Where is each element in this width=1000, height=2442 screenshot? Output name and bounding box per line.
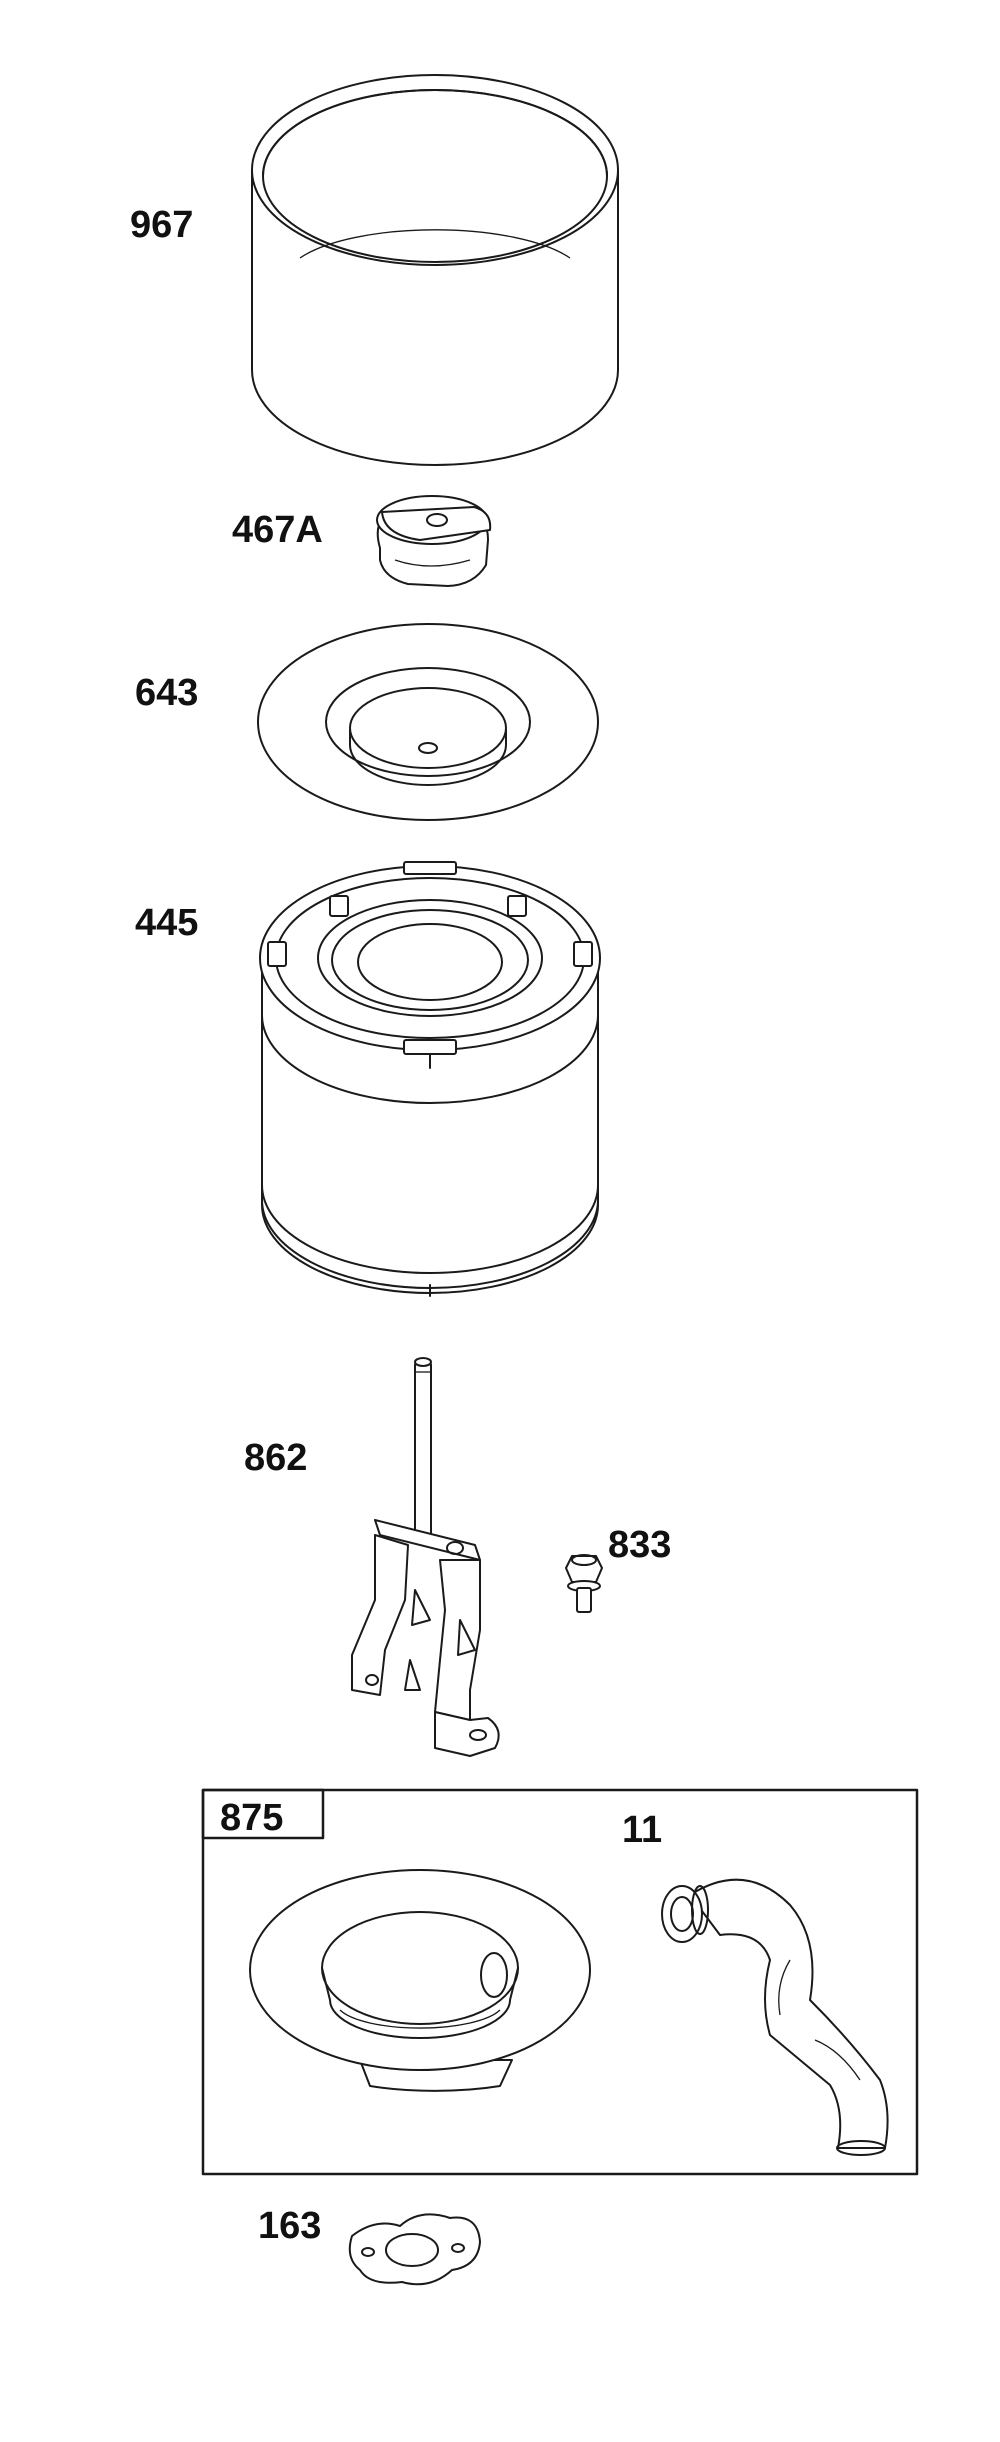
pre-cleaner-disc-icon	[257, 623, 599, 821]
part-label-862: 862	[244, 1437, 307, 1479]
part-label-967: 967	[130, 204, 193, 246]
part-label-875: 875	[220, 1797, 283, 1839]
part-label-833: 833	[608, 1524, 671, 1566]
breather-tube-icon	[661, 1878, 889, 2156]
outer-cover-icon	[251, 74, 619, 466]
air-cleaner-base-icon	[249, 1869, 591, 2092]
part-label-11: 11	[622, 1809, 662, 1851]
air-filter-cartridge-icon	[259, 861, 601, 1297]
knob-icon	[376, 495, 492, 587]
bracket-stud-icon	[351, 1357, 500, 1757]
gasket-icon	[348, 2213, 481, 2286]
part-label-445: 445	[135, 902, 198, 944]
part-label-467a: 467A	[232, 509, 323, 551]
kit-box-icon	[201, 1788, 919, 2176]
screw-icon	[565, 1554, 603, 1613]
part-label-643: 643	[135, 672, 198, 714]
part-label-163: 163	[258, 2205, 321, 2247]
